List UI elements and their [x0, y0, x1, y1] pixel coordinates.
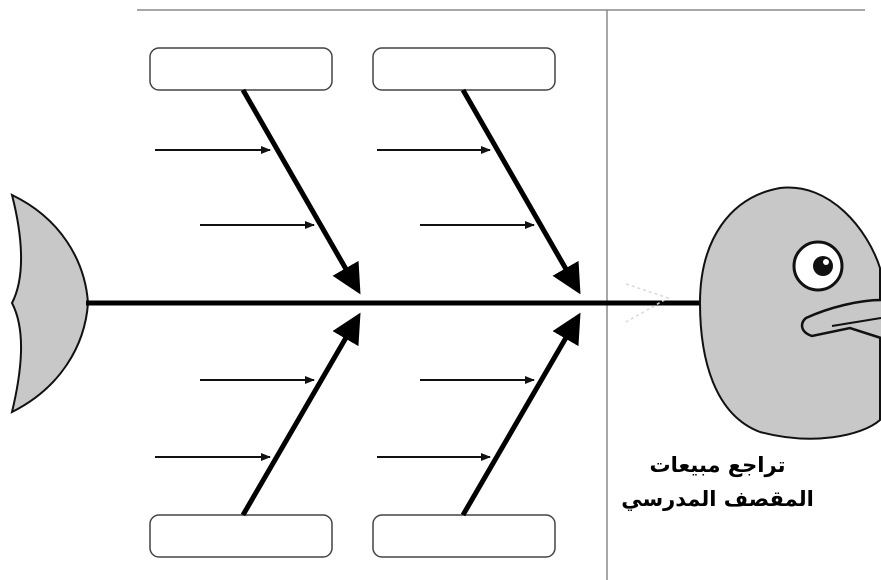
bone-top-left	[240, 88, 361, 295]
bone-bottom-left	[240, 312, 361, 517]
effect-label-line-2: المقصف المدرسي	[621, 487, 814, 511]
fish-tail	[10, 193, 90, 414]
bone-bottom-right	[460, 312, 581, 517]
mouth-icon	[800, 298, 881, 340]
bone-top-right	[460, 88, 581, 295]
effect-label: تراجع مبيعات المقصف المدرسي	[600, 448, 835, 516]
effect-label-line-1: تراجع مبيعات	[649, 453, 786, 477]
cause-box-bottom-left[interactable]	[149, 514, 333, 558]
faint-arrow-icon	[625, 283, 670, 323]
cause-box-top-left[interactable]	[149, 47, 333, 91]
fish-head	[698, 186, 881, 440]
cause-box-top-right[interactable]	[372, 47, 556, 91]
cause-box-bottom-right[interactable]	[372, 514, 556, 558]
